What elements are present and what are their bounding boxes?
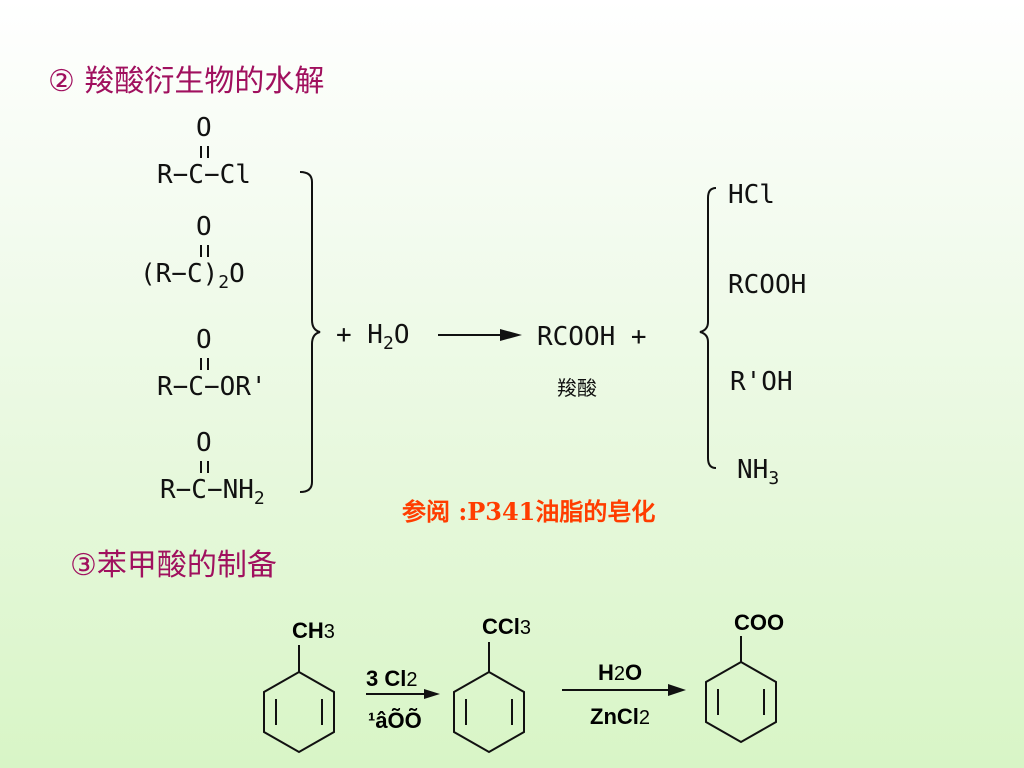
product-formula: RCOOH +	[537, 322, 647, 352]
step2-reagent-top: H2O	[598, 660, 643, 685]
anhydride-formula: (R−C)2O	[140, 259, 245, 293]
byproduct-hcl: HCl	[728, 180, 775, 210]
trichloro-label: CCl3	[482, 614, 532, 639]
toluene-ring	[263, 645, 335, 754]
step2-reagent-bottom: ZnCl2	[590, 704, 651, 729]
double-bond-2	[200, 245, 209, 257]
section-heading-benzoic-acid: ③苯甲酸的制备	[70, 548, 277, 583]
amide-oxygen: O	[196, 428, 212, 458]
benzoic-acid-ring	[705, 636, 777, 744]
benzoic-acid-label: COO	[734, 610, 785, 635]
byproduct-alcohol: R'OH	[730, 367, 793, 397]
anhydride-oxygen: O	[196, 212, 212, 242]
double-bond-4	[200, 461, 209, 473]
reaction-arrow-head	[500, 329, 522, 341]
amide-formula: R−C−NH2	[160, 475, 265, 509]
double-bond-1	[200, 146, 209, 158]
product-label: 羧酸	[557, 376, 597, 400]
ester-formula: R−C−OR'	[157, 372, 267, 402]
arrow-step-2	[562, 684, 686, 696]
acyl-chloride-oxygen: O	[196, 113, 212, 143]
toluene-label: CH3	[292, 618, 335, 643]
ester-oxygen: O	[196, 325, 212, 355]
step1-reagent: 3 Cl2	[366, 666, 418, 691]
arrow-step-1	[366, 689, 440, 699]
step1-condition: ¹âÕÕ	[368, 708, 422, 733]
right-bracket	[699, 187, 717, 469]
trichloromethylbenzene-ring	[453, 642, 525, 754]
byproduct-rcooh: RCOOH	[728, 270, 807, 300]
section-heading-hydrolysis: ② 羧酸衍生物的水解	[48, 64, 325, 99]
left-bracket	[299, 171, 321, 493]
byproduct-ammonia: NH3	[737, 455, 780, 489]
double-bond-3	[200, 358, 209, 370]
acyl-chloride-formula: R−C−Cl	[157, 160, 251, 190]
water-reagent: + H2O	[336, 320, 410, 354]
reference-note: 参阅 :P341油脂的皂化	[402, 497, 656, 526]
